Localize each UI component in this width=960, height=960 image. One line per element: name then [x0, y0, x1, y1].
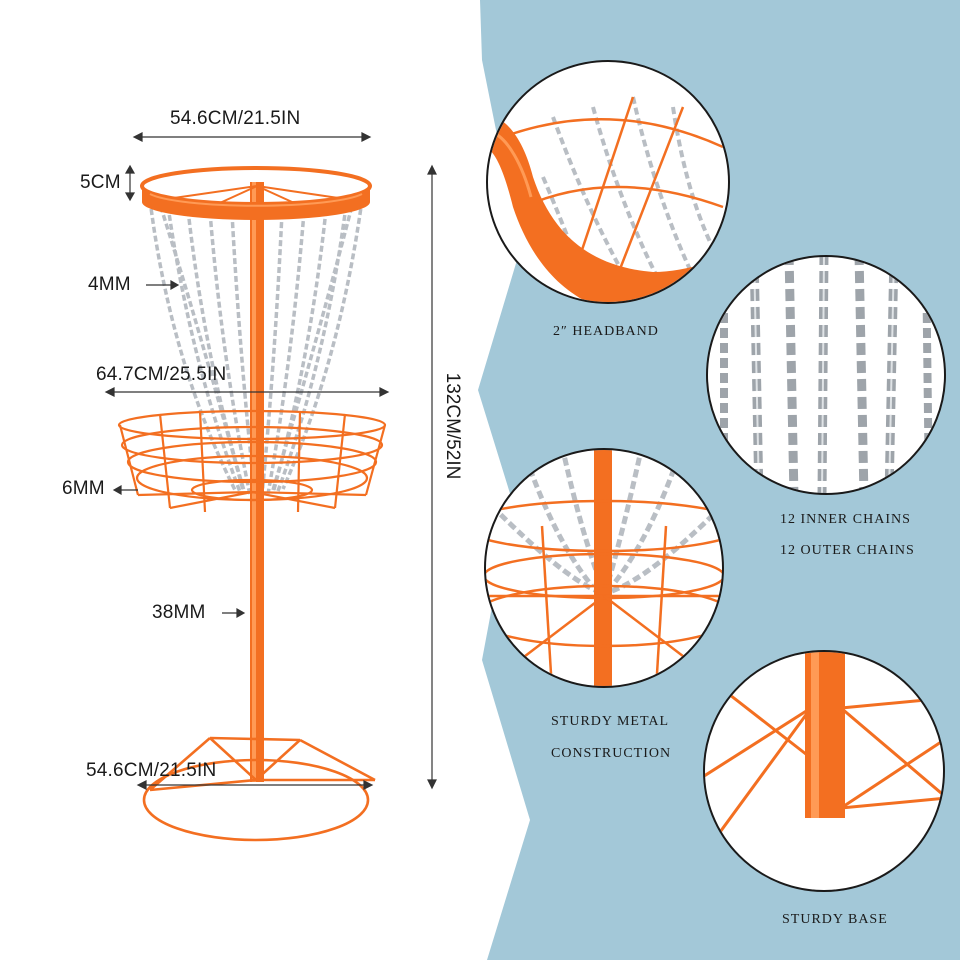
headband	[140, 166, 372, 220]
chains-caption-line2: 12 OUTER CHAINS	[780, 543, 915, 558]
construction-caption-line1: STURDY METAL	[551, 714, 670, 729]
disc-golf-basket-illustration	[104, 132, 437, 842]
total-height-label: 132CM/52IN	[442, 372, 463, 480]
chains-closeup-circle	[706, 255, 946, 495]
pole-diameter-label: 38MM	[152, 602, 206, 623]
base	[142, 736, 376, 842]
construction-caption-line2: CONSTRUCTION	[551, 746, 672, 761]
base-width-label: 54.6CM/21.5IN	[86, 760, 217, 781]
top-width-label: 54.6CM/21.5IN	[170, 108, 301, 129]
headband-closeup-circle	[486, 60, 730, 304]
base-closeup-circle	[703, 650, 945, 892]
chains-caption-line1: 12 INNER CHAINS	[780, 512, 911, 527]
basket-width-label: 64.7CM/25.5IN	[96, 364, 227, 385]
headband-caption: 2″ HEADBAND	[553, 324, 659, 339]
band-height-label: 5CM	[80, 172, 121, 193]
chain-size-label: 4MM	[88, 274, 131, 295]
basket-closeup-circle	[484, 448, 724, 688]
basket	[117, 409, 387, 513]
basket-wire-label: 6MM	[62, 478, 105, 499]
base-caption: STURDY BASE	[782, 912, 888, 927]
